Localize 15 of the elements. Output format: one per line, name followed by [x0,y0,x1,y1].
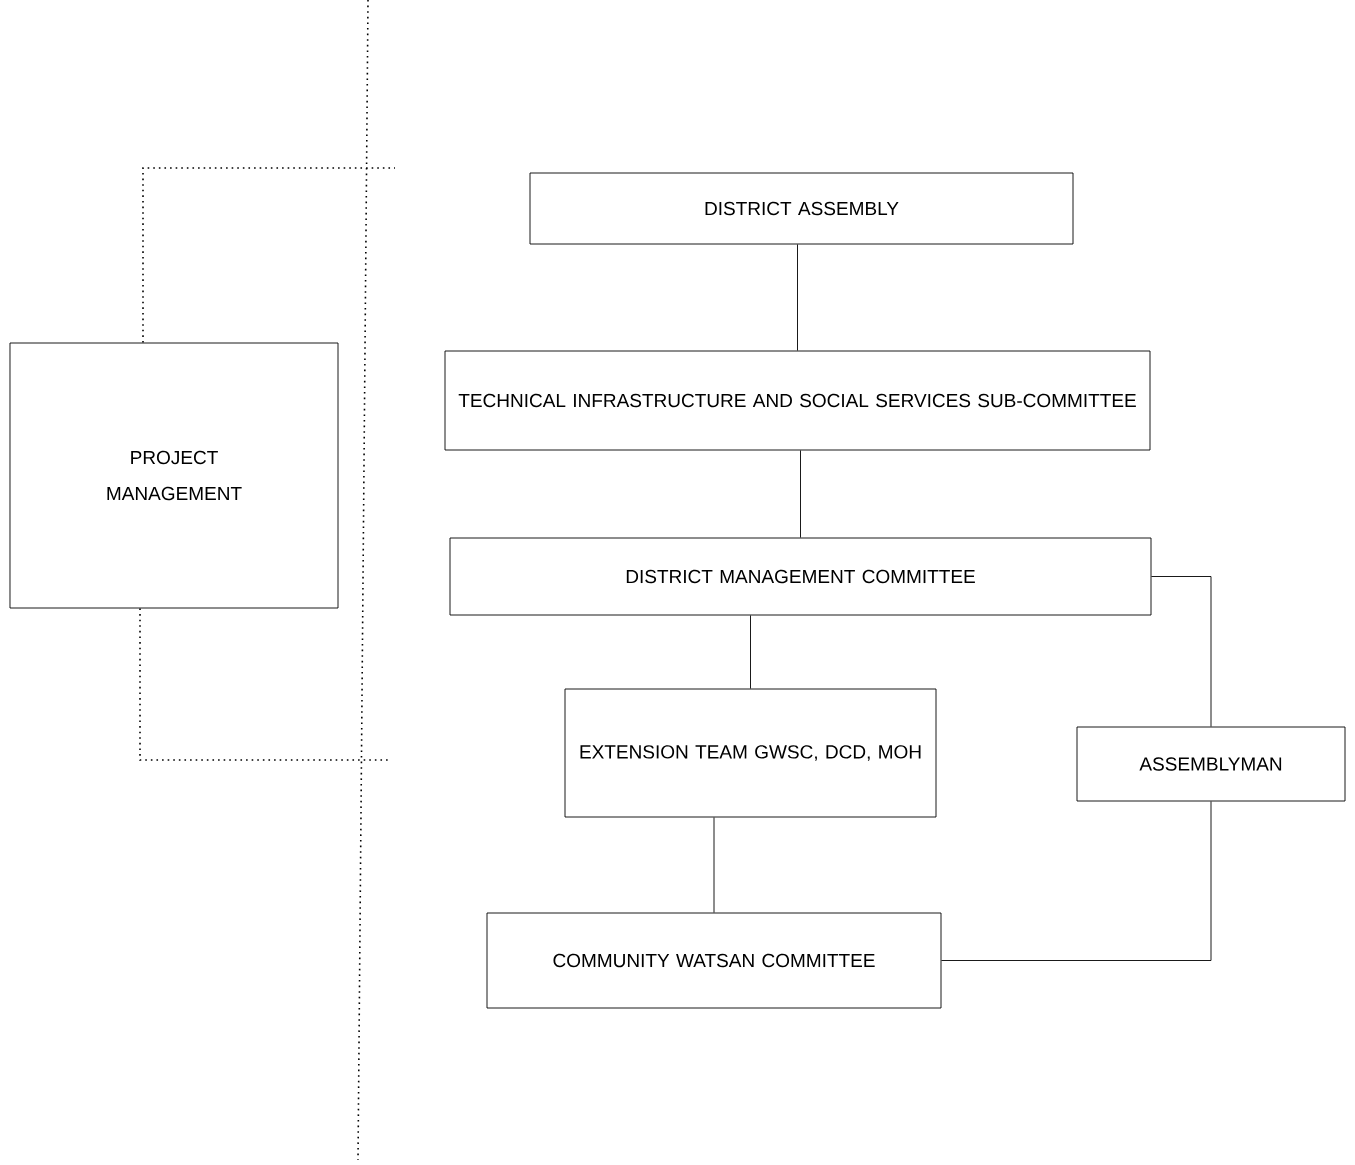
connector-line [139,607,389,761]
connector-line [713,817,715,913]
connector-line [750,615,751,689]
box: TECHNICAL INFRASTRUCTURE AND SOCIAL SERVICES SUB-COMMITTEE [444,350,1151,451]
box: DISTRICT ASSEMBLY [529,172,1074,245]
connector-line [941,801,1212,961]
connector-line [800,450,801,538]
connector-line [142,167,396,344]
box: DISTRICT MANAGEMENT COMMITTEE [449,537,1152,616]
connector-line [797,244,798,351]
box: PROJECT MANAGEMENT [9,342,339,609]
box: ASSEMBLYMAN [1076,726,1346,802]
box: COMMUNITY WATSAN COMMITTEE [486,912,942,1009]
connector-line [1151,576,1212,727]
box: EXTENSION TEAM GWSC, DCD, MOH [564,688,937,818]
